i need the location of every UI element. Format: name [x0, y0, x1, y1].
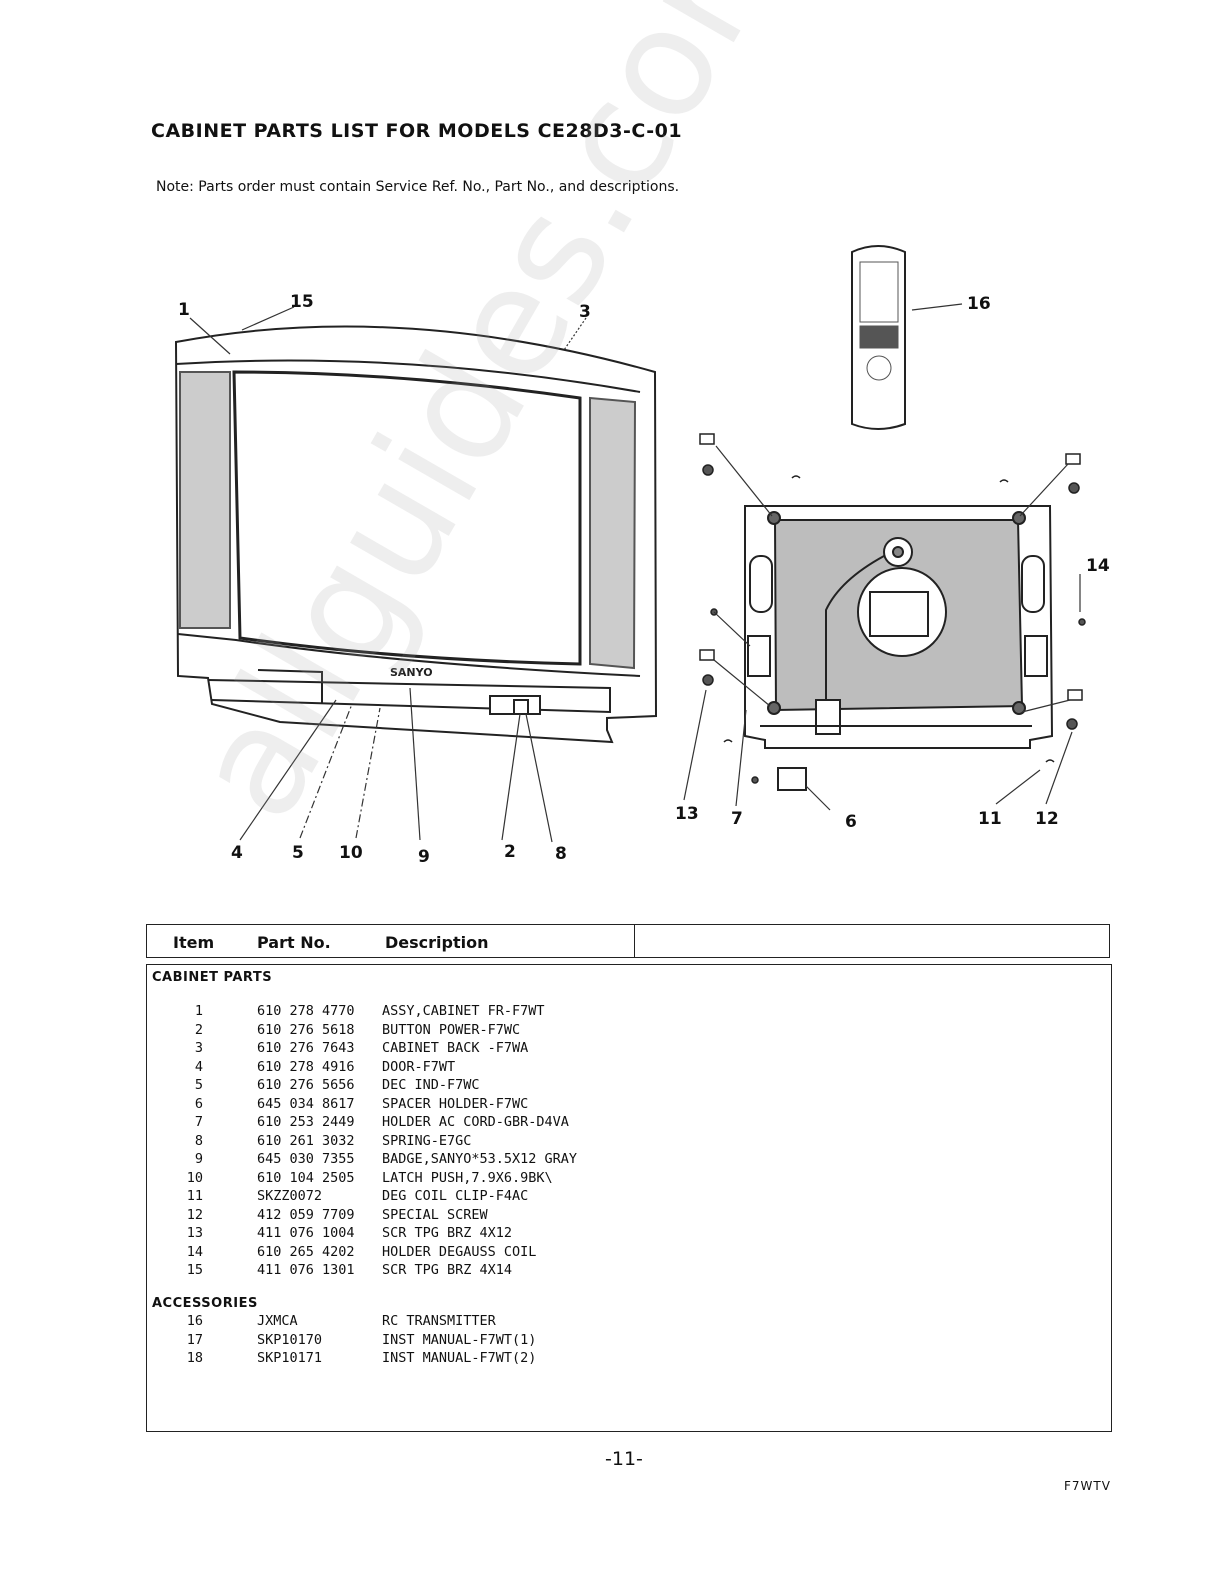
section-title-cabinet-parts: CABINET PARTS: [152, 970, 273, 985]
cell-description: INST MANUAL-F7WT(1): [382, 1331, 537, 1348]
callout-7: 7: [731, 809, 743, 829]
header-description: Description: [385, 933, 489, 952]
callout-numbers: 1 15 3 16 14 4 5 10 9 2 8 13 7 6 11 12: [178, 292, 1110, 867]
cell-item: 11: [186, 1188, 203, 1204]
callout-10: 10: [339, 843, 363, 863]
page-number: -11-: [605, 1448, 643, 1470]
callout-16: 16: [967, 294, 991, 314]
parts-table-header: Item Part No. Description: [146, 924, 1110, 958]
cell-item: 7: [194, 1114, 203, 1130]
cell-description: SPRING-E7GC: [382, 1132, 472, 1149]
cell-description: SPACER HOLDER-F7WC: [382, 1095, 529, 1112]
order-note: Note: Parts order must contain Service R…: [156, 179, 680, 195]
tv-rear-cabinet: [744, 505, 1054, 791]
cell-item: 8: [194, 1132, 203, 1149]
cell-description: INST MANUAL-F7WT(2): [382, 1350, 537, 1366]
cell-part-no: 610 276 5656: [257, 1077, 355, 1093]
cell-part-no: 610 278 4770: [257, 1003, 355, 1019]
cell-part-no: 411 076 1004: [257, 1225, 355, 1241]
cell-part-no: 412 059 7709: [257, 1206, 355, 1223]
callout-4: 4: [231, 843, 243, 863]
callout-3: 3: [579, 302, 591, 322]
header-item: Item: [173, 933, 215, 952]
callout-5: 5: [292, 843, 304, 863]
cell-description: RC TRANSMITTER: [382, 1313, 496, 1329]
tv-front-cabinet: SANYO: [174, 325, 658, 744]
cell-part-no: 411 076 1301: [257, 1262, 355, 1278]
cell-description: BUTTON POWER-F7WC: [382, 1021, 521, 1038]
cell-description: SCR TPG BRZ 4X14: [382, 1262, 513, 1278]
callout-13: 13: [675, 804, 699, 824]
cell-part-no: 610 261 3032: [257, 1132, 355, 1149]
cell-item: 4: [194, 1058, 203, 1075]
cell-item: 17: [186, 1331, 203, 1348]
header-divider: [634, 925, 635, 958]
cell-description: DEC IND-F7WC: [382, 1077, 480, 1093]
cell-part-no: SKP10171: [257, 1350, 323, 1366]
cell-item: 12: [186, 1206, 203, 1223]
cell-item: 1: [194, 1003, 203, 1019]
cell-description: DOOR-F7WT: [382, 1058, 456, 1075]
cell-item: 13: [186, 1225, 203, 1241]
cell-part-no: SKZZ0072: [257, 1188, 323, 1204]
callout-2: 2: [504, 842, 516, 862]
cell-part-no: 645 030 7355: [257, 1151, 355, 1167]
remote-control: [851, 245, 906, 430]
cell-description: SCR TPG BRZ 4X12: [382, 1225, 513, 1241]
cell-item: 3: [194, 1040, 203, 1056]
cell-description: HOLDER DEGAUSS COIL: [382, 1243, 537, 1260]
brand-badge: SANYO: [390, 666, 433, 679]
cell-part-no: SKP10170: [257, 1331, 323, 1348]
cell-item: 18: [186, 1350, 203, 1366]
callout-14: 14: [1086, 556, 1110, 576]
callout-15: 15: [290, 292, 314, 312]
cell-item: 5: [194, 1077, 203, 1093]
callout-8: 8: [555, 844, 567, 864]
cell-part-no: 610 278 4916: [257, 1058, 355, 1075]
cell-description: ASSY,CABINET FR-F7WT: [382, 1003, 545, 1019]
cell-part-no: JXMCA: [257, 1313, 298, 1329]
callout-12: 12: [1035, 809, 1059, 829]
page-title: CABINET PARTS LIST FOR MODELS CE28D3-C-0…: [151, 120, 683, 142]
leader-lines: [189, 303, 1081, 843]
exploded-view-diagram: SANYO: [174, 245, 1110, 867]
cell-description: BADGE,SANYO*53.5X12 GRAY: [382, 1151, 578, 1167]
cell-description: SPECIAL SCREW: [382, 1206, 488, 1223]
callout-1: 1: [178, 300, 190, 320]
callout-9: 9: [418, 847, 430, 867]
header-part-no: Part No.: [257, 933, 331, 952]
cell-description: HOLDER AC CORD-GBR-D4VA: [382, 1114, 569, 1130]
cell-part-no: 610 276 5618: [257, 1021, 355, 1038]
cell-part-no: 610 253 2449: [257, 1114, 355, 1130]
cell-part-no: 610 104 2505: [257, 1169, 355, 1186]
cell-item: 14: [186, 1243, 203, 1260]
cell-item: 10: [186, 1169, 203, 1186]
cell-item: 2: [194, 1021, 203, 1038]
parts-table-body: CABINET PARTS 1 610 278 4770 ASSY,CABINET …: [146, 964, 1112, 1432]
cell-item: 6: [194, 1095, 203, 1112]
cell-item: 16: [186, 1313, 203, 1329]
cell-item: 9: [194, 1151, 203, 1167]
cell-part-no: 610 265 4202: [257, 1243, 355, 1260]
cell-description: DEG COIL CLIP-F4AC: [382, 1188, 529, 1204]
cell-description: LATCH PUSH,7.9X6.9BK\: [382, 1169, 553, 1186]
callout-6: 6: [845, 812, 857, 832]
cell-item: 15: [186, 1262, 203, 1278]
cell-description: CABINET BACK -F7WA: [382, 1040, 529, 1056]
cell-part-no: 610 276 7643: [257, 1040, 355, 1056]
cell-part-no: 645 034 8617: [257, 1095, 355, 1112]
section-title-accessories: ACCESSORIES: [152, 1296, 258, 1311]
document-code: F7WTV: [1064, 1479, 1111, 1493]
callout-11: 11: [978, 809, 1002, 829]
